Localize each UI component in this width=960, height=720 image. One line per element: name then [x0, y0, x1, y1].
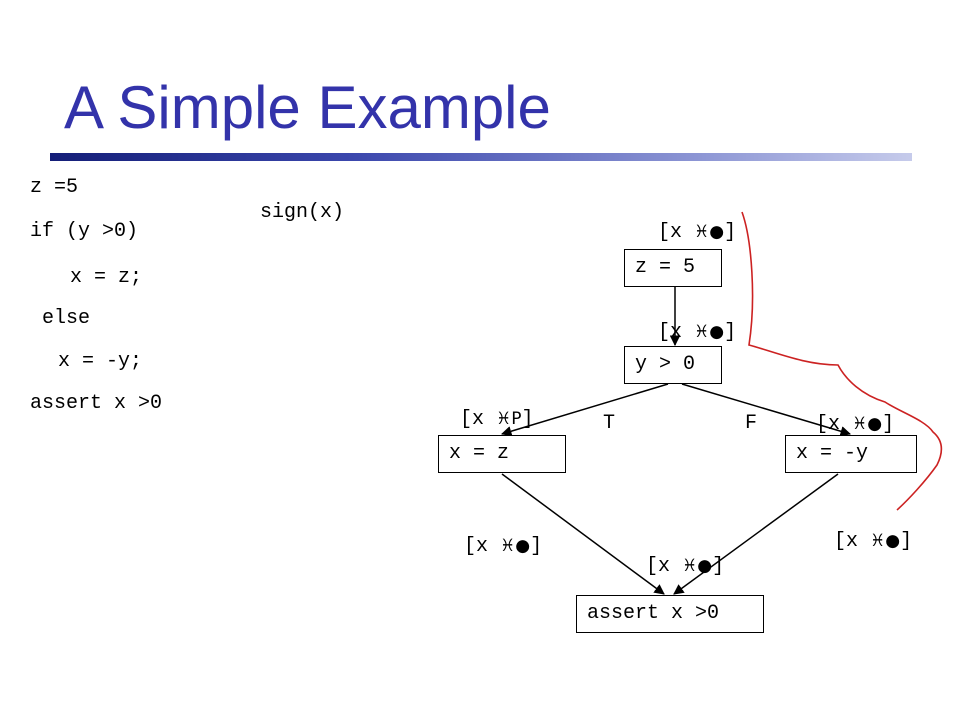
- edge-false-to-assert: [673, 473, 839, 595]
- annotation-before-assert: [x ♓●]: [646, 555, 725, 578]
- annotation-after-x-z: [x ♓●]: [464, 535, 543, 558]
- handdrawn-red-path: [741, 211, 943, 511]
- function-label: sign(x): [260, 201, 345, 224]
- code-line-6: assert x >0: [30, 392, 163, 415]
- code-line-2: if (y >0): [30, 220, 139, 243]
- node-assign-x-neg-y: x = -y: [785, 435, 917, 473]
- annotation-true-branch: [x ♓P]: [460, 408, 534, 431]
- edge-label-false: F: [745, 412, 758, 435]
- annotation-false-branch: [x ♓●]: [816, 413, 895, 436]
- code-line-3: x = z;: [70, 266, 143, 289]
- edge-cond-to-true: [500, 383, 669, 437]
- slide-title: A Simple Example: [64, 74, 551, 141]
- code-line-5: x = -y;: [58, 350, 143, 373]
- edge-cond-to-false: [681, 383, 852, 437]
- node-assign-z: z = 5: [624, 249, 722, 287]
- annotation-before-z5: [x ♓●]: [658, 221, 737, 244]
- node-assert: assert x >0: [576, 595, 764, 633]
- code-line-1: z =5: [30, 176, 79, 199]
- annotation-after-x-neg-y: [x ♓●]: [834, 530, 913, 553]
- edge-true-to-assert: [501, 473, 665, 595]
- node-assign-x-z: x = z: [438, 435, 566, 473]
- title-underline-bar: [50, 153, 912, 161]
- code-line-4: else: [42, 307, 91, 330]
- annotation-after-z5: [x ♓●]: [658, 321, 737, 344]
- node-condition: y > 0: [624, 346, 722, 384]
- edge-label-true: T: [603, 412, 616, 435]
